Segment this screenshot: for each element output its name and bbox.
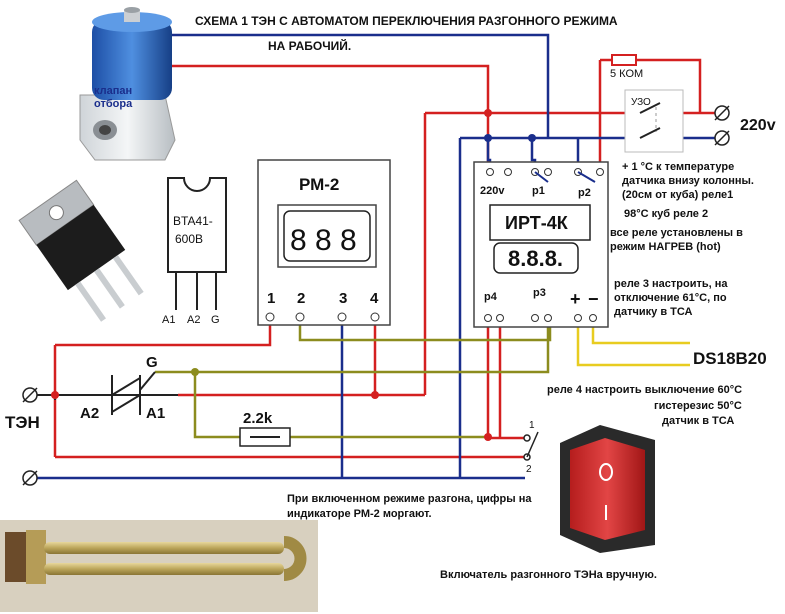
rm2-device	[257, 159, 391, 326]
rm2-pin-4: 4	[370, 290, 379, 307]
resistor-5k	[611, 54, 637, 66]
ten-label: ТЭН	[5, 413, 40, 432]
switch-pos-2: 2	[526, 464, 532, 475]
triac-sym-a1: A1	[146, 405, 165, 422]
triac-pin-a2: A2	[187, 314, 200, 326]
irt-label-p4: p4	[484, 291, 498, 303]
junction-dots	[51, 109, 536, 441]
rm2-name: РМ-2	[299, 175, 339, 194]
irt-digits: 8.8.8.	[508, 246, 563, 271]
irt-label-p1: p1	[532, 185, 545, 197]
triac-outline	[167, 177, 227, 310]
note-1: + 1 °С к температуре	[622, 161, 734, 173]
ds18b20-label: DS18B20	[693, 349, 767, 368]
rocker-switch-image	[560, 425, 655, 553]
note-12: датчик в ТСА	[662, 415, 734, 427]
blue-wires	[30, 33, 720, 480]
rm2-pin-1: 1	[267, 290, 275, 307]
note-3: (20см от куба) реле1	[622, 189, 733, 201]
note-13: При включенном режиме разгона, цифры на	[287, 493, 532, 505]
rm2-pin-labels: 1 2 3 4	[267, 290, 379, 307]
ten-terminals	[22, 387, 38, 486]
note-15: Включатель разгонного ТЭНа вручную.	[440, 569, 657, 581]
triac-part-1: BTA41-	[173, 214, 213, 228]
valve-label-2: отбора	[94, 98, 133, 110]
heater-element-image	[0, 520, 318, 612]
triac-symbol	[100, 371, 178, 415]
rocker-switch-contacts	[523, 431, 539, 461]
irt-relay-contacts	[534, 171, 596, 183]
resistor-2k2-label: 2.2k	[243, 410, 273, 427]
note-2: датчика внизу колонны.	[622, 175, 754, 187]
solenoid-valve-image	[79, 7, 176, 161]
note-5: все реле установлены в	[610, 227, 743, 239]
irt-label-p3: p3	[533, 287, 546, 299]
mains-label: 220v	[740, 117, 776, 134]
irt-terminals	[484, 168, 604, 322]
irt-minus: −	[588, 289, 599, 309]
note-4: 98°С куб реле 2	[624, 208, 708, 220]
uzo-block	[624, 89, 684, 153]
rm2-pin-3: 3	[339, 290, 347, 307]
mains-terminals	[714, 105, 730, 146]
irt-device	[473, 161, 609, 328]
relay-notes: + 1 °С к температуре датчика внизу колон…	[610, 161, 754, 318]
triac-photo	[18, 179, 144, 322]
note-11: гистерезис 50°С	[654, 400, 742, 412]
note-7: реле 3 настроить, на	[614, 278, 728, 290]
rm2-pin-2: 2	[297, 290, 305, 307]
triac-sym-a2: A2	[80, 405, 99, 422]
irt-name: ИРТ-4К	[505, 213, 569, 233]
triac-pin-a1: A1	[162, 314, 175, 326]
valve-label-1: клапан	[94, 85, 132, 97]
note-6: режим НАГРЕВ (hot)	[610, 241, 721, 253]
title-line-2: НА РАБОЧИЙ.	[268, 38, 351, 53]
switch-pos-1: 1	[529, 420, 535, 431]
ten-lines	[30, 394, 100, 400]
rm2-terminals	[265, 312, 380, 322]
note-14: индикаторе РМ-2 моргают.	[287, 508, 432, 520]
triac-sym-g: G	[146, 354, 158, 371]
note-8: отключение 61°С, по	[614, 292, 727, 304]
rm2-digits: 8 8 8	[290, 224, 357, 257]
triac-pin-g: G	[211, 314, 220, 326]
note-10: реле 4 настроить выключение 60°С	[547, 384, 742, 396]
irt-label-p2: p2	[578, 187, 591, 199]
note-9: датчику в ТСА	[614, 306, 693, 318]
irt-plus: +	[570, 289, 581, 309]
irt-label-220v: 220v	[480, 185, 505, 197]
resistor-5k-label: 5 КОМ	[610, 68, 643, 80]
uzo-label: УЗО	[631, 97, 651, 108]
triac-part-2: 600B	[175, 232, 203, 246]
title-line-1: СХЕМА 1 ТЭН С АВТОМАТОМ ПЕРЕКЛЮЧЕНИЯ РАЗ…	[195, 14, 618, 28]
